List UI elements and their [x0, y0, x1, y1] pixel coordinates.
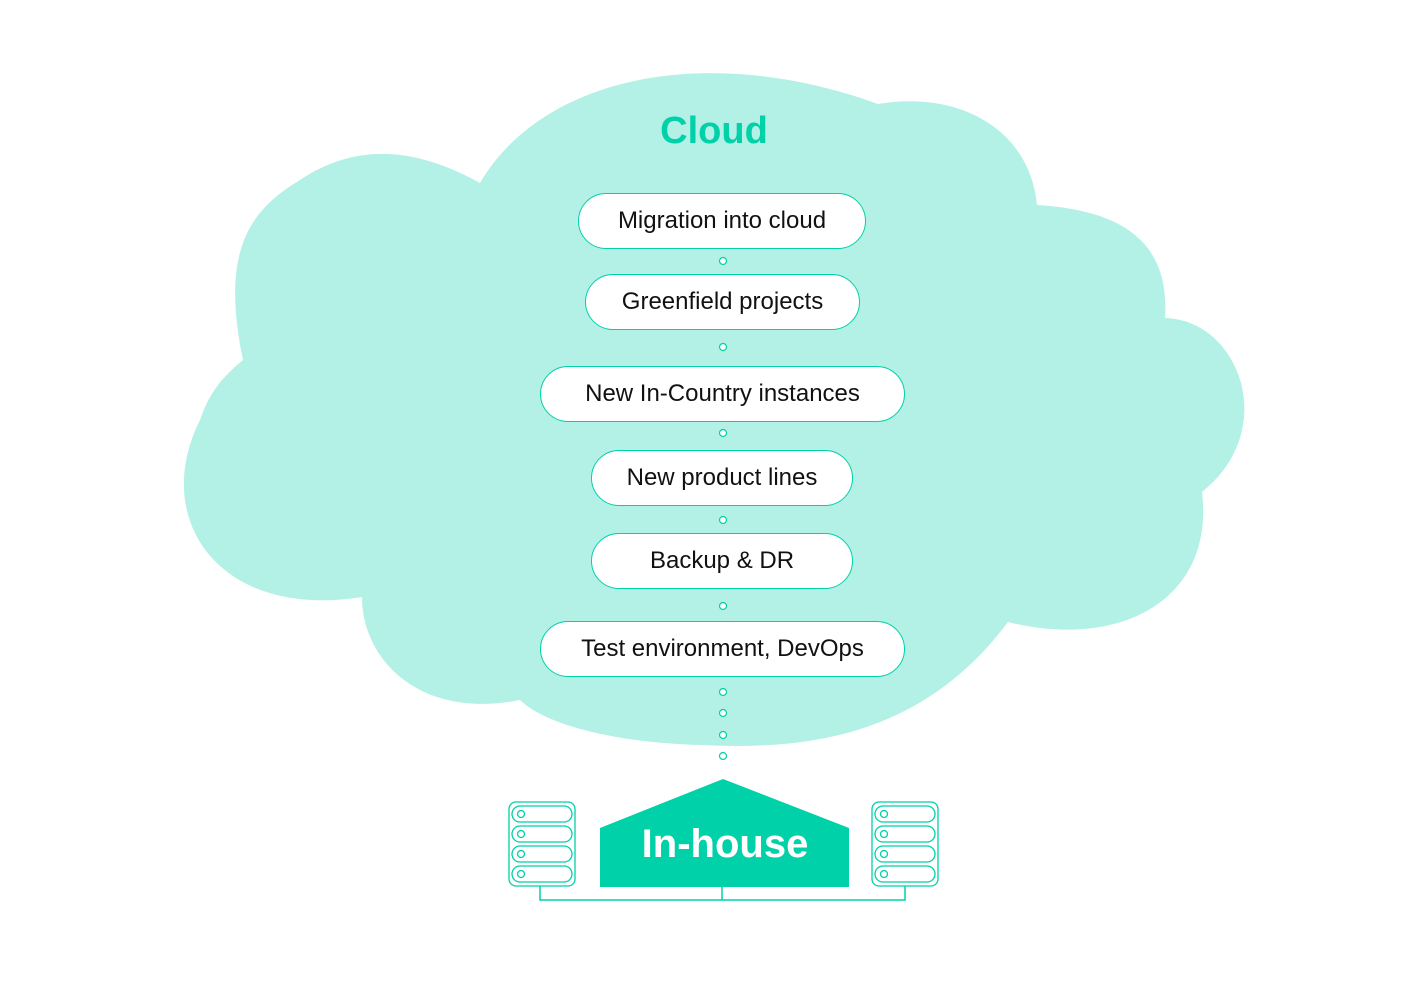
inhouse-label: In-house	[641, 822, 809, 866]
house-shape	[600, 779, 849, 887]
cloud-item-greenfield: Greenfield projects	[585, 274, 860, 330]
cloud-item-in-country: New In-Country instances	[540, 366, 905, 422]
cloud-item-test-devops: Test environment, DevOps	[540, 621, 905, 677]
server-icon-left	[508, 801, 576, 887]
cloud-title: Cloud	[660, 110, 768, 152]
server-icon-right	[871, 801, 939, 887]
cloud-item-product-lines: New product lines	[591, 450, 853, 506]
connector-dots	[718, 256, 728, 761]
network-lines	[539, 886, 906, 901]
cloud-item-backup-dr: Backup & DR	[591, 533, 853, 589]
cloud-item-migration: Migration into cloud	[578, 193, 866, 249]
